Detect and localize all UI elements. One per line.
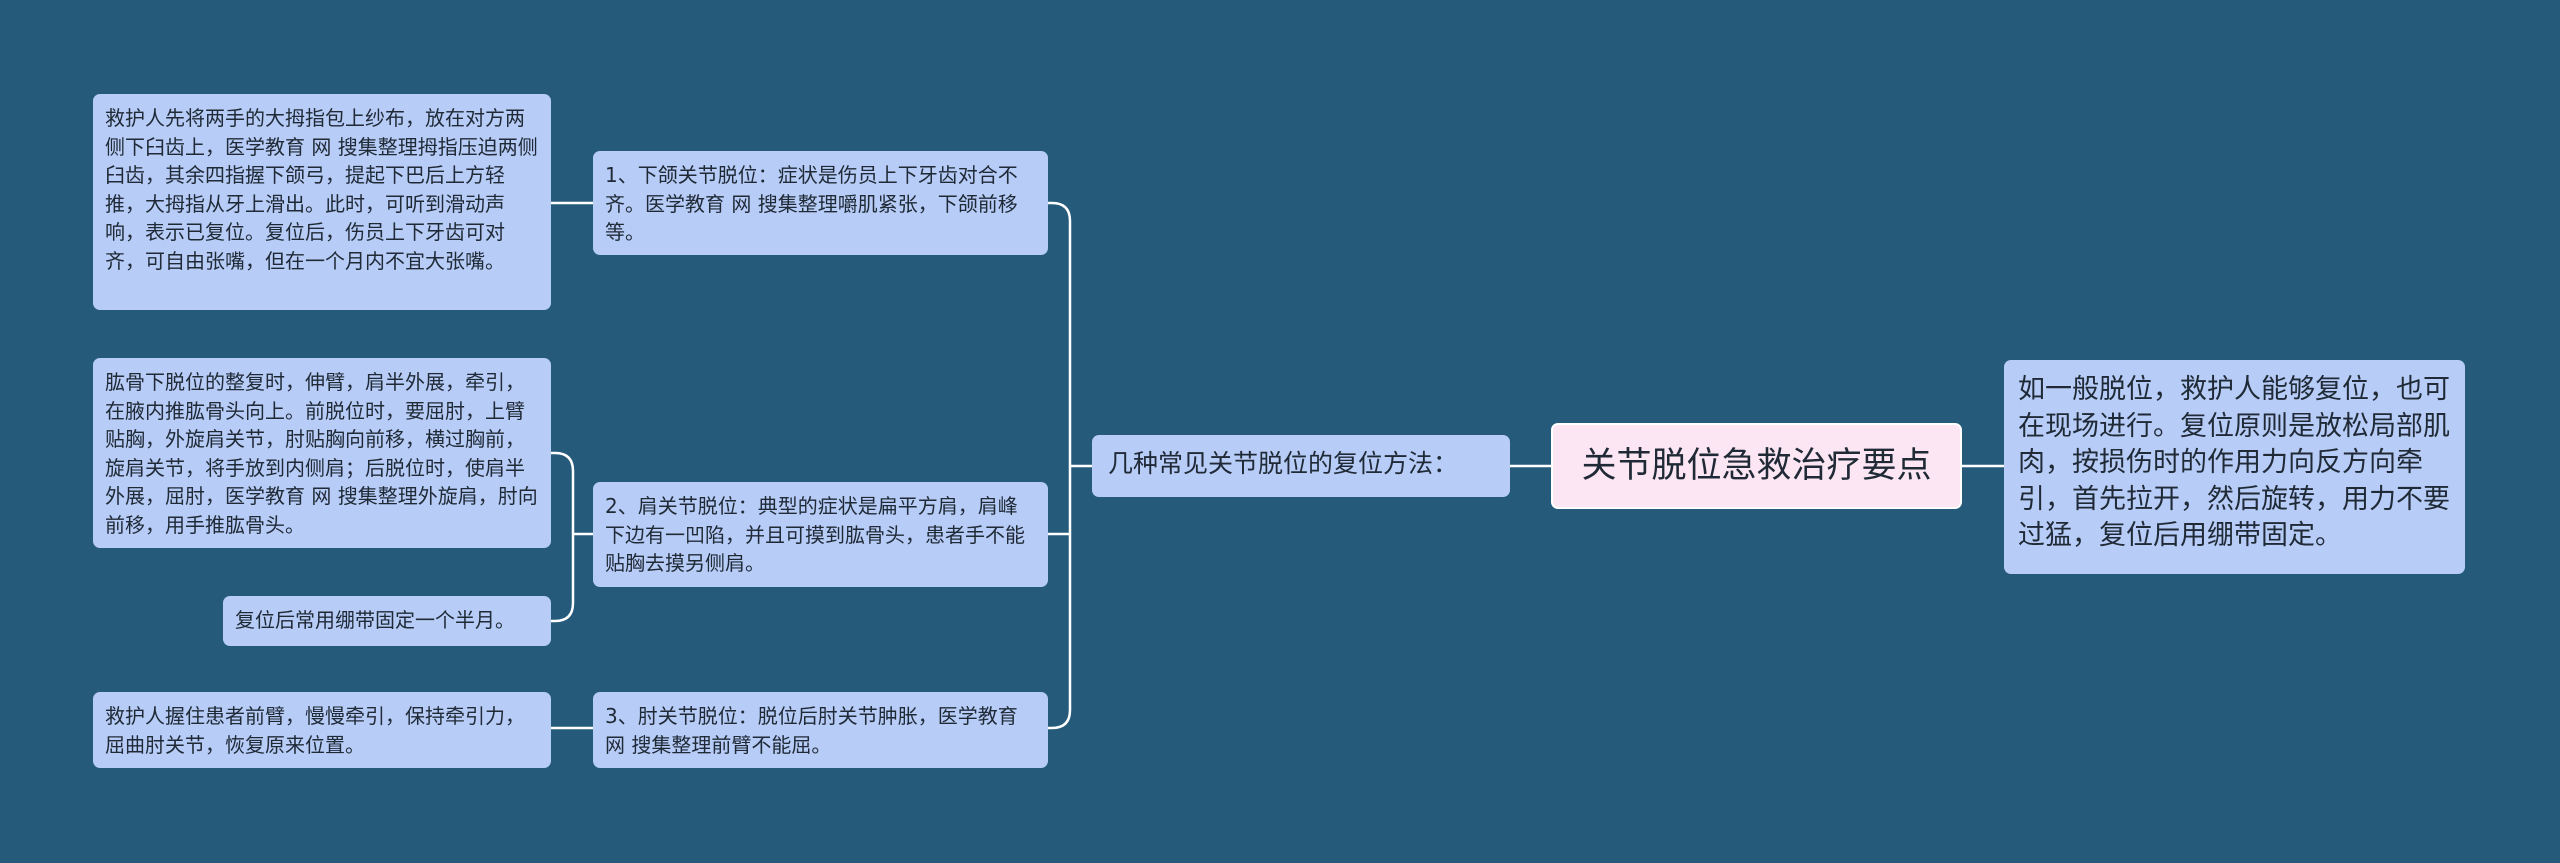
elbow-dislocation-node[interactable]: 3、肘关节脱位：脱位后肘关节肿胀，医学教育 网 搜集整理前臂不能屈。 xyxy=(593,692,1048,768)
methods-branch-node[interactable]: 几种常见关节脱位的复位方法： xyxy=(1092,435,1510,497)
root-node[interactable]: 关节脱位急救治疗要点 xyxy=(1551,423,1962,509)
shoulder-reduction-text: 肱骨下脱位的整复时，伸臂，肩半外展，牵引，在腋内推肱骨头向上。前脱位时，要屈肘，… xyxy=(105,370,538,537)
summary-text: 如一般脱位，救护人能够复位，也可在现场进行。复位原则是放松局部肌肉，按损伤时的作… xyxy=(2018,374,2450,551)
shoulder-reduction-node[interactable]: 肱骨下脱位的整复时，伸臂，肩半外展，牵引，在腋内推肱骨头向上。前脱位时，要屈肘，… xyxy=(93,358,551,548)
elbow-reduction-text: 救护人握住患者前臂，慢慢牵引，保持牵引力，屈曲肘关节，恢复原来位置。 xyxy=(105,704,525,757)
shoulder-dislocation-text: 2、肩关节脱位：典型的症状是扁平方肩，肩峰下边有一凹陷，并且可摸到肱骨头，患者手… xyxy=(605,494,1025,575)
methods-branch-label: 几种常见关节脱位的复位方法： xyxy=(1108,449,1459,478)
summary-node[interactable]: 如一般脱位，救护人能够复位，也可在现场进行。复位原则是放松局部肌肉，按损伤时的作… xyxy=(2004,360,2465,574)
shoulder-fixation-text: 复位后常用绷带固定一个半月。 xyxy=(235,608,515,632)
elbow-dislocation-text: 3、肘关节脱位：脱位后肘关节肿胀，医学教育 网 搜集整理前臂不能屈。 xyxy=(605,704,1018,757)
connector-shoulder-children xyxy=(549,451,595,623)
jaw-dislocation-text: 1、下颌关节脱位：症状是伤员上下牙齿对合不齐。医学教育 网 搜集整理嚼肌紧张，下… xyxy=(605,163,1018,244)
shoulder-fixation-node[interactable]: 复位后常用绷带固定一个半月。 xyxy=(223,596,551,646)
root-title: 关节脱位急救治疗要点 xyxy=(1581,446,1932,486)
jaw-reduction-text: 救护人先将两手的大拇指包上纱布，放在对方两侧下臼齿上，医学教育 网 搜集整理拇指… xyxy=(105,106,538,273)
shoulder-dislocation-node[interactable]: 2、肩关节脱位：典型的症状是扁平方肩，肩峰下边有一凹陷，并且可摸到肱骨头，患者手… xyxy=(593,482,1048,587)
connector-branch-children xyxy=(1046,201,1094,730)
jaw-dislocation-node[interactable]: 1、下颌关节脱位：症状是伤员上下牙齿对合不齐。医学教育 网 搜集整理嚼肌紧张，下… xyxy=(593,151,1048,255)
jaw-reduction-node[interactable]: 救护人先将两手的大拇指包上纱布，放在对方两侧下臼齿上，医学教育 网 搜集整理拇指… xyxy=(93,94,551,310)
elbow-reduction-node[interactable]: 救护人握住患者前臂，慢慢牵引，保持牵引力，屈曲肘关节，恢复原来位置。 xyxy=(93,692,551,768)
